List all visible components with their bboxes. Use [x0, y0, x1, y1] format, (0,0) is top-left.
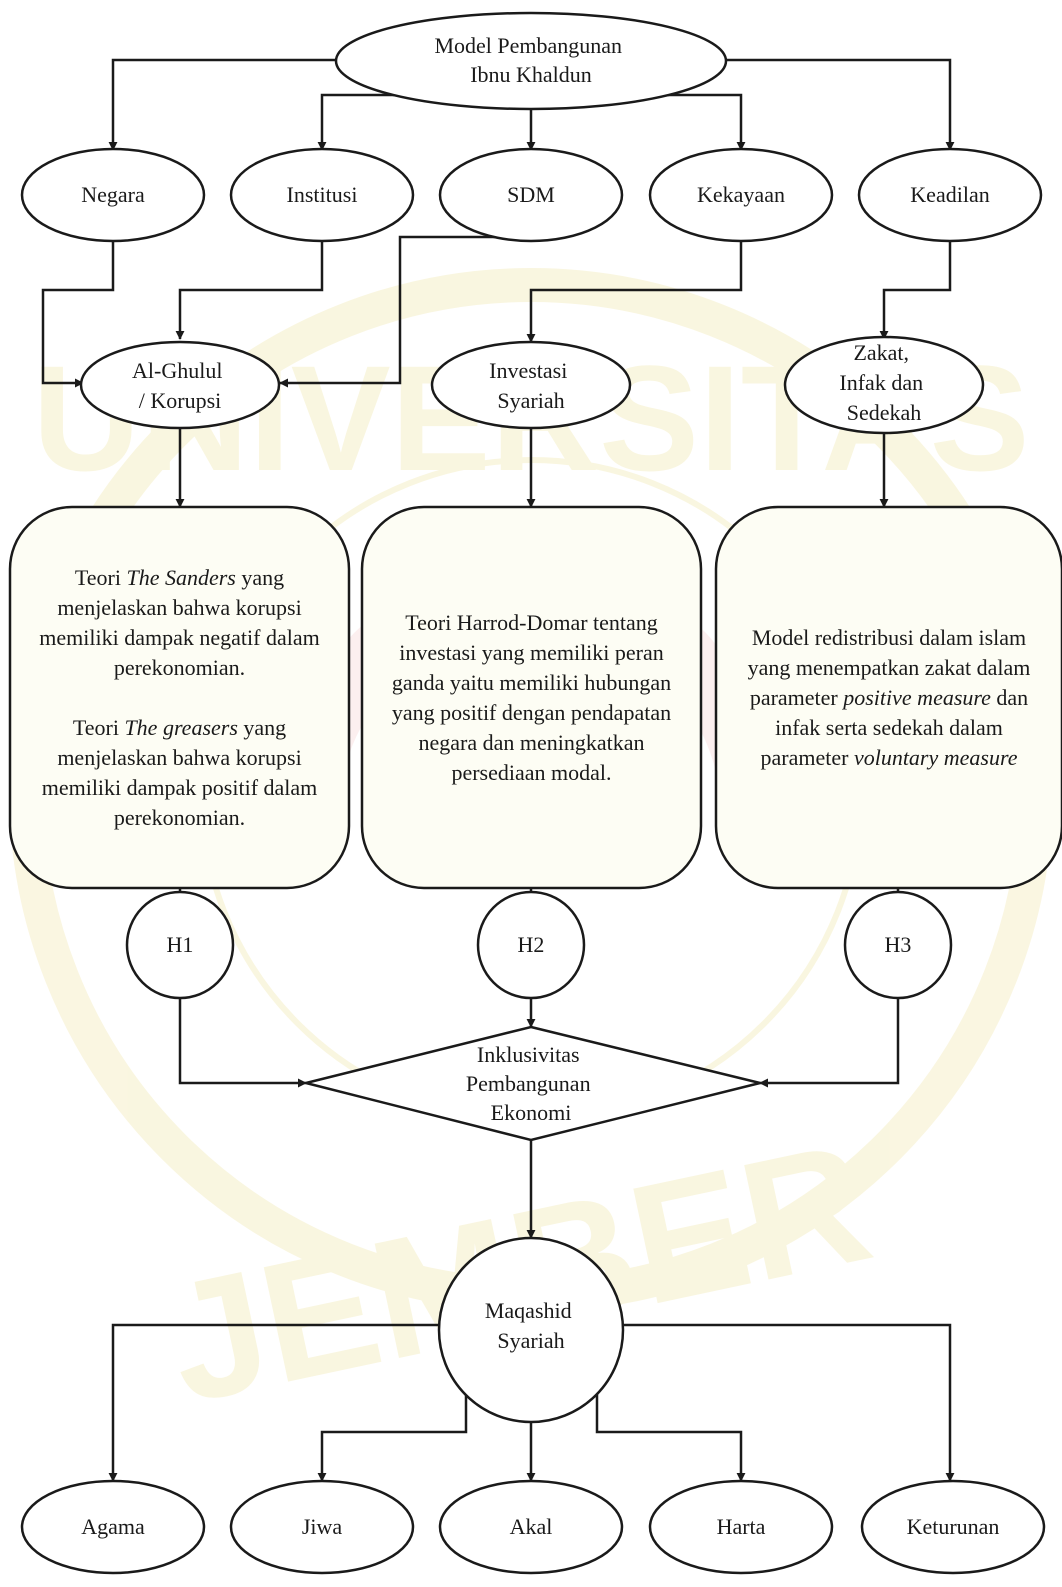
label-agama: Agama [81, 1514, 145, 1539]
node-jiwa [229, 1479, 415, 1575]
node-kekayaan [648, 147, 834, 243]
edge-kekayaan-investasi [526, 241, 743, 343]
box-investasi-theory [360, 505, 703, 890]
zakat-mid: dan infak serta sedekah dalam parameter [760, 684, 1029, 770]
node-keturunan [860, 1479, 1046, 1575]
zakat-voluntary-measure: voluntary measure [853, 744, 1018, 770]
box-zakat-theory [714, 505, 1062, 890]
greasers-rest: yang menjelaskan bahwa korupsi memiliki … [41, 714, 318, 830]
edge-root-institusi [317, 93, 395, 151]
sanders-rest: yang menjelaskan bahwa korupsi memiliki … [39, 564, 320, 680]
greasers-title: The greasers [124, 714, 238, 740]
label-investasi-line2: Syariah [497, 388, 564, 413]
label-ghulul-line2: / Korupsi [139, 388, 222, 413]
label-kekayaan: Kekayaan [697, 182, 785, 207]
node-negara [20, 147, 206, 243]
label-keturunan: Keturunan [907, 1514, 1000, 1539]
label-h1: H1 [167, 932, 194, 957]
label-maqashid-line1: Maqashid [485, 1298, 572, 1323]
label-investasi-line1: Investasi [489, 358, 567, 383]
node-h2 [476, 890, 586, 1000]
label-keadilan: Keadilan [910, 182, 989, 207]
label-ghulul-line1: Al-Ghulul [132, 358, 222, 383]
box-korupsi-paragraph-greasers: Teori The greasers yang menjelaskan bahw… [30, 713, 329, 833]
label-root-line2: Ibnu Khaldun [470, 62, 592, 87]
label-akal: Akal [510, 1514, 553, 1539]
box-investasi-paragraph: Teori Harrod-Domar tentang investasi yan… [391, 609, 672, 785]
node-ghulul [79, 340, 281, 430]
label-zakat-line1: Zakat, [853, 340, 909, 365]
node-inklusivitas [305, 1025, 761, 1142]
edge-root-keadilan [724, 58, 955, 151]
node-h3 [843, 890, 953, 1000]
edge-keadilan-zakat [879, 241, 952, 340]
node-h1 [125, 890, 235, 1000]
edge-maqashid-keturunan [621, 1323, 955, 1482]
nodes [8, 11, 1062, 1575]
box-investasi-content: Teori Harrod-Domar tentang investasi yan… [391, 609, 672, 785]
label-maqashid: Maqashid Syariah [485, 1298, 577, 1353]
node-akal [438, 1479, 624, 1575]
label-inklusivitas-line1: Inklusivitas [477, 1042, 580, 1067]
box-korupsi-theory [8, 505, 351, 890]
box-korupsi-paragraph-sanders: Teori The Sanders yang menjelaskan bahwa… [30, 563, 329, 683]
label-zakat-line2: Infak dan [839, 370, 923, 395]
zakat-positive-measure: positive measure [843, 684, 991, 710]
node-agama [20, 1479, 206, 1575]
label-negara: Negara [81, 182, 145, 207]
label-inklusivitas: Inklusivitas Pembangunan Ekonomi [466, 1042, 596, 1125]
edge-negara-ghulul [41, 241, 115, 388]
label-harta: Harta [717, 1514, 766, 1539]
sanders-lead: Teori [74, 564, 127, 590]
edge-maqashid-jiwa [317, 1385, 468, 1482]
label-inklusivitas-line3: Ekonomi [491, 1100, 572, 1125]
label-h2: H2 [518, 932, 545, 957]
edge-h1-inklusivitas [178, 990, 307, 1088]
box-korupsi-content: Teori The Sanders yang menjelaskan bahwa… [30, 563, 329, 833]
node-harta [648, 1479, 834, 1575]
edge-institusi-ghulul [175, 241, 324, 340]
label-root: Model Pembangunan Ibnu Khaldun [434, 33, 627, 87]
zakat-lead: Model redistribusi dalam islam yang mene… [747, 624, 1031, 710]
node-zakat [783, 335, 985, 435]
label-institusi: Institusi [287, 182, 358, 207]
node-institusi [229, 147, 415, 243]
label-zakat-line3: Sedekah [847, 400, 922, 425]
label-maqashid-line2: Syariah [497, 1328, 564, 1353]
edge-maqashid-harta [595, 1385, 746, 1482]
sanders-title: The Sanders [126, 564, 236, 590]
node-keadilan [857, 147, 1043, 243]
node-root [334, 11, 728, 111]
greasers-lead: Teori [72, 714, 125, 740]
edge-root-negara [108, 58, 338, 151]
edge-root-kekayaan [668, 93, 746, 151]
label-root-line1: Model Pembangunan [434, 33, 622, 58]
node-investasi [430, 340, 632, 430]
label-jiwa: Jiwa [302, 1514, 343, 1539]
label-h3: H3 [885, 932, 912, 957]
edge-maqashid-agama [108, 1323, 441, 1482]
label-zakat: Zakat, Infak dan Sedekah [839, 340, 928, 425]
label-ghulul: Al-Ghulul / Korupsi [132, 358, 228, 413]
label-inklusivitas-line2: Pembangunan [466, 1071, 591, 1096]
edge-sdm-ghulul [279, 235, 531, 388]
node-maqashid [437, 1236, 625, 1424]
connectors [41, 58, 955, 1482]
box-zakat-paragraph: Model redistribusi dalam islam yang mene… [740, 623, 1038, 773]
edge-h3-inklusivitas [759, 987, 900, 1088]
label-investasi: Investasi Syariah [489, 358, 573, 413]
label-sdm: SDM [507, 182, 555, 207]
box-zakat-content: Model redistribusi dalam islam yang mene… [740, 623, 1038, 773]
node-labels: Model Pembangunan Ibnu Khaldun Negara In… [81, 33, 999, 1539]
node-sdm [438, 147, 624, 243]
